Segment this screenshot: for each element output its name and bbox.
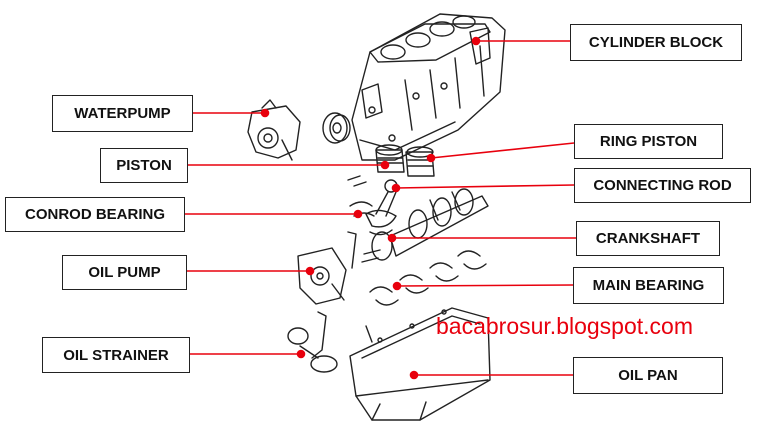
cylinder-block-drawing	[351, 13, 506, 161]
oil-pan-drawing	[349, 307, 491, 421]
label-ring-piston: RING PISTON	[574, 124, 723, 159]
label-oil-pump: OIL PUMP	[62, 255, 187, 290]
label-oil-pan: OIL PAN	[573, 357, 723, 394]
leader-lines	[185, 36, 576, 380]
label-waterpump: WATERPUMP	[52, 95, 193, 132]
main-bearing-drawing	[369, 250, 487, 306]
oil-strainer-drawing	[287, 311, 338, 373]
label-piston: PISTON	[100, 148, 188, 183]
oil-pump-drawing	[297, 231, 357, 305]
label-crankshaft: CRANKSHAFT	[576, 221, 720, 256]
label-main-bearing: MAIN BEARING	[573, 267, 724, 304]
label-cylinder-block: CYLINDER BLOCK	[570, 24, 742, 61]
label-oil-strainer: OIL STRAINER	[42, 337, 190, 373]
connecting-rod-drawing	[349, 179, 398, 236]
waterpump-drawing	[247, 99, 301, 161]
watermark-url: bacabrosur.blogspot.com	[436, 313, 693, 339]
pulley-drawing	[322, 112, 351, 144]
label-conrod-bearing: CONROD BEARING	[5, 197, 185, 232]
crankshaft-drawing	[361, 188, 489, 263]
label-connecting-rod: CONNECTING ROD	[574, 168, 751, 203]
